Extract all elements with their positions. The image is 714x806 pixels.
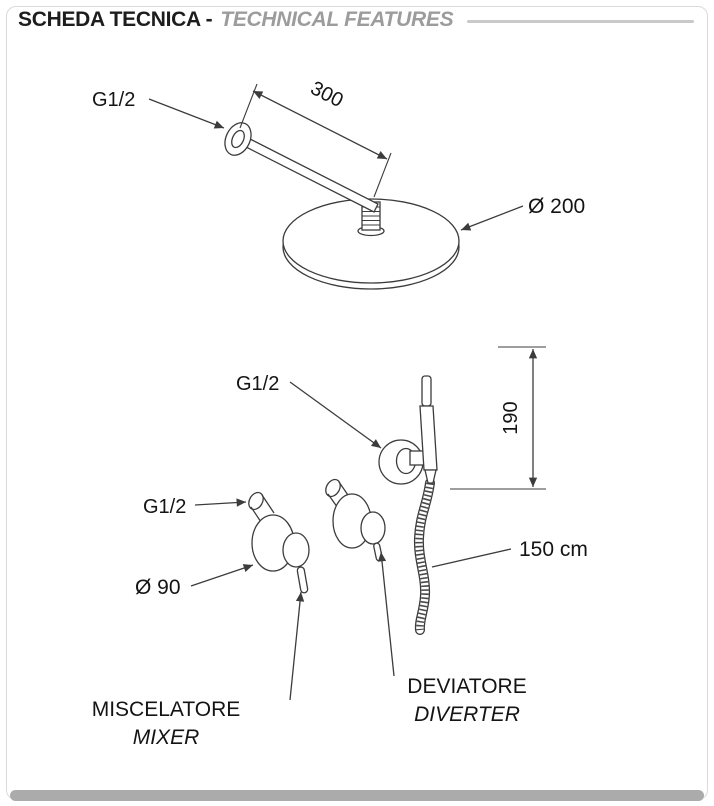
shower-arm [245,138,379,213]
handshower-thread-leader [289,381,382,449]
shower-hose [413,478,435,635]
shower-head-face [282,198,460,284]
thread-leader-line [148,98,225,129]
sheet-title-italian: SCHEDA TECNICA - [18,8,213,31]
bottom-bar [10,790,704,801]
thread-label-top: G1/2 [92,89,135,111]
diverter-callout-leader [377,551,395,677]
mixer-label-english: MIXER [133,726,200,749]
mixer-pipe-edge [261,494,275,514]
mixer-lever [296,566,309,594]
hose-length-label: 150 cm [519,538,588,561]
wall-flange-hole [231,129,245,149]
title-rule [467,19,694,23]
mixer-diameter-label: Ø 90 [135,576,181,599]
dimension-extension-line [373,152,392,198]
mixer-callout-leader [289,591,305,701]
mixer-thread-leader [194,498,247,507]
diverter-label-english: DIVERTER [414,703,520,726]
hand-shower [419,375,438,484]
diverter-cap [360,511,386,545]
mixer-diverter-diagram: 190 G1/2 150 cm G1/2 Ø 90 [92,346,588,749]
diverter-label-italian: DEVIATORE [407,675,526,698]
dimension-extension-line [239,83,258,129]
sheet-title-english: TECHNICAL FEATURES [220,8,454,31]
thread-label-handshower: G1/2 [236,373,279,395]
sheet-header: SCHEDA TECNICA - TECHNICAL FEATURES [18,8,694,32]
arm-length-label: 300 [307,77,347,112]
mixer-valve [248,491,310,594]
mixer-diameter-leader [190,564,254,587]
thread-label-mixer: G1/2 [143,496,186,518]
mixer-inlet-pipe [248,491,264,511]
mixer-label-italian: MISCELATORE [92,698,241,721]
handshower-height-label: 190 [500,401,522,434]
handshower-head [421,375,432,407]
dimension-190: 190 [450,346,546,490]
mixer-cap [282,532,310,568]
handshower-hose-nut [424,469,437,484]
hose-length-leader [431,548,512,568]
diverter-inlet-pipe [325,478,341,498]
head-diameter-leader [460,205,524,231]
handshower-handle [419,405,438,471]
head-diameter-label: Ø 200 [528,195,585,218]
shower-head-diagram: 300 G1/2 Ø 200 [92,77,585,290]
dimension-line [252,90,388,160]
diverter-valve [325,478,386,562]
